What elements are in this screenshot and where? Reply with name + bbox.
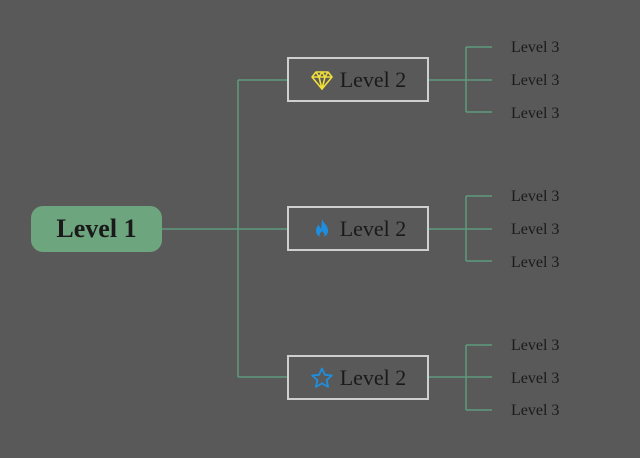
level3-node-3-3[interactable]: Level 3: [511, 402, 560, 419]
root-node[interactable]: Level 1: [31, 206, 162, 252]
level3-node-3-2[interactable]: Level 3: [511, 370, 560, 387]
level2-node-2-label: Level 2: [339, 215, 407, 241]
level3-node-1-2[interactable]: Level 3: [511, 72, 560, 89]
level3-node-2-3[interactable]: Level 3: [511, 254, 560, 271]
fire-icon: [310, 217, 334, 241]
level2-node-2[interactable]: Level 2: [287, 206, 429, 251]
level3-node-2-2[interactable]: Level 3: [511, 221, 560, 238]
level2-node-3-label: Level 2: [339, 364, 407, 390]
level3-node-3-1[interactable]: Level 3: [511, 337, 560, 354]
diamond-icon: [310, 68, 334, 92]
level3-node-2-1[interactable]: Level 3: [511, 188, 560, 205]
root-node-label: Level 1: [56, 214, 137, 243]
star-icon: [310, 366, 334, 390]
level3-node-1-1[interactable]: Level 3: [511, 39, 560, 56]
level2-node-3[interactable]: Level 2: [287, 355, 429, 400]
level3-node-1-3[interactable]: Level 3: [511, 105, 560, 122]
level2-node-1-label: Level 2: [339, 66, 407, 92]
level2-node-1[interactable]: Level 2: [287, 57, 429, 102]
